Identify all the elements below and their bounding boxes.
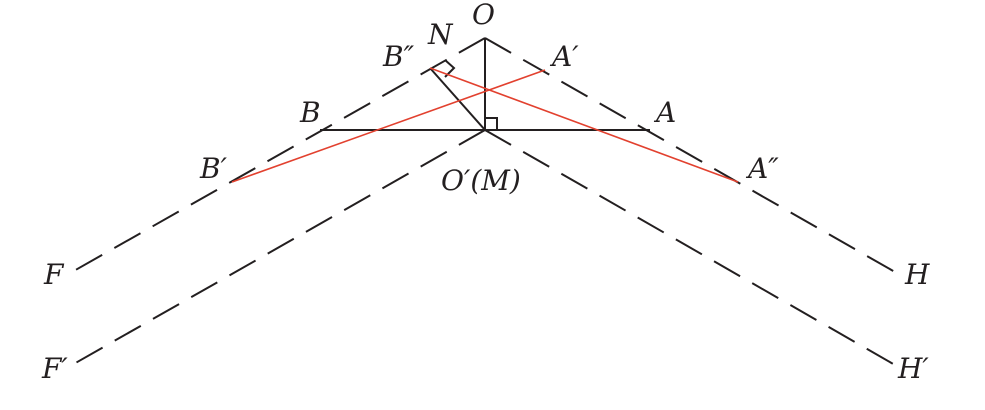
- segment-Bprime-Aprime: [231, 69, 546, 183]
- label-H: H: [904, 258, 930, 291]
- segment-N-M: [429, 67, 486, 131]
- label-A-prime: A′: [549, 40, 579, 73]
- label-B: B: [299, 96, 321, 129]
- label-B-double-prime: B″: [382, 40, 415, 73]
- line-M-Hprime: [484, 129, 896, 366]
- line-O-H: [484, 37, 896, 273]
- right-angle-marker-M: [485, 117, 498, 130]
- label-A: A: [653, 96, 676, 129]
- label-H-prime: H′: [897, 352, 929, 385]
- label-A-double-prime: A″: [745, 152, 779, 185]
- label-F: F: [43, 258, 65, 291]
- label-F-prime: F′: [41, 352, 68, 385]
- line-O-F: [71, 37, 486, 273]
- label-O-prime-M: O′(M): [441, 164, 521, 197]
- label-O: O: [472, 0, 495, 31]
- label-N: N: [427, 18, 454, 51]
- label-B-prime: B′: [199, 152, 228, 185]
- segment-Bdoubleprime-Adoubleprime: [429, 67, 739, 183]
- line-M-Fprime: [71, 129, 486, 366]
